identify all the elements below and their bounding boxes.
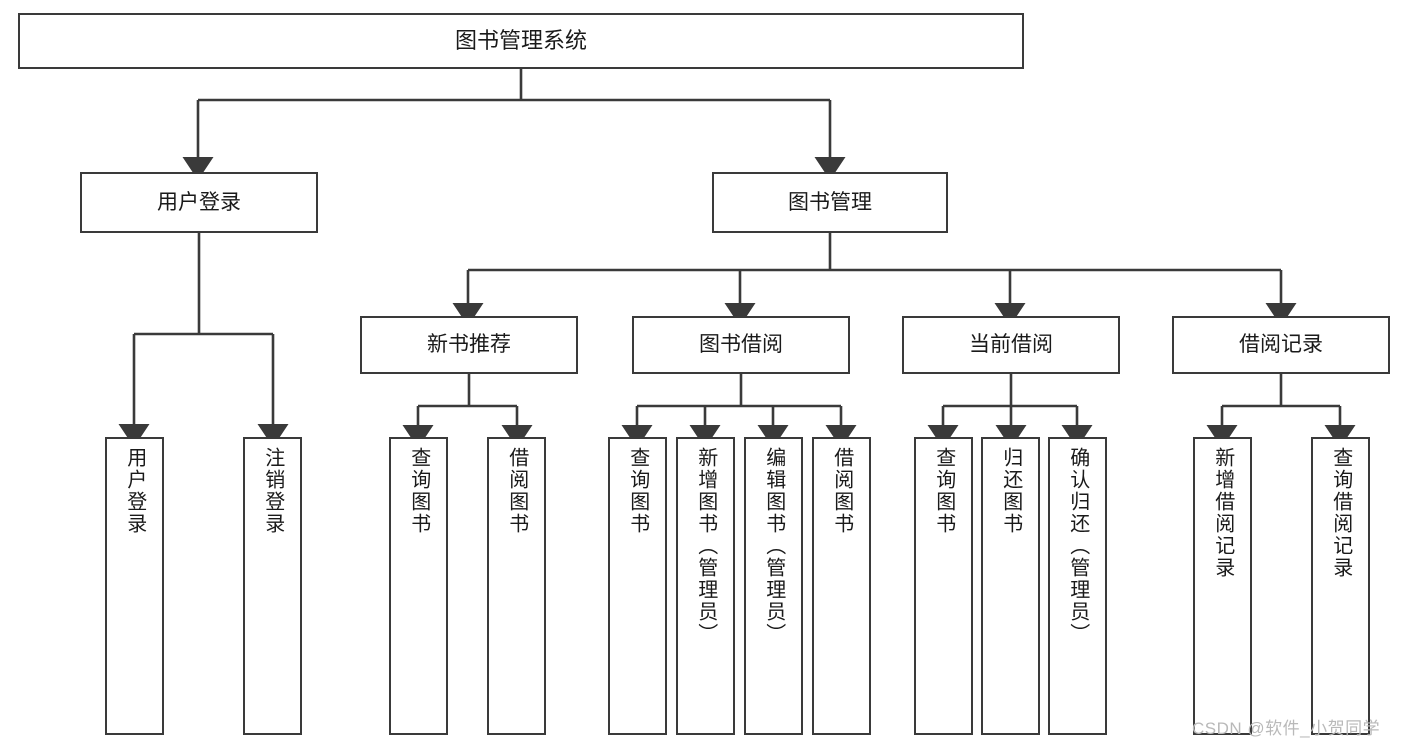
node-root[interactable]: 图书管理系统 <box>18 13 1024 69</box>
leaf-return-book[interactable]: 归还图书 <box>981 437 1040 735</box>
node-user-login[interactable]: 用户登录 <box>80 172 318 233</box>
leaf-query-book-recommend[interactable]: 查询图书 <box>389 437 448 735</box>
leaf-query-book-current[interactable]: 查询图书 <box>914 437 973 735</box>
node-new-book-recommend[interactable]: 新书推荐 <box>360 316 578 374</box>
node-root-label: 图书管理系统 <box>454 27 587 53</box>
node-book-management-label: 图书管理 <box>788 190 872 214</box>
leaf-return-book-label: 归还图书 <box>999 447 1022 535</box>
watermark: CSDN @软件_小贺同学 <box>1192 719 1381 738</box>
node-book-borrow[interactable]: 图书借阅 <box>632 316 850 374</box>
leaf-query-borrow-record[interactable]: 查询借阅记录 <box>1311 437 1370 735</box>
leaf-add-borrow-record-label: 新增借阅记录 <box>1211 447 1234 579</box>
node-user-login-label: 用户登录 <box>157 190 241 214</box>
leaf-logout-label: 注销登录 <box>261 447 284 535</box>
node-book-management[interactable]: 图书管理 <box>712 172 948 233</box>
leaf-borrow-book[interactable]: 借阅图书 <box>812 437 871 735</box>
node-borrow-record[interactable]: 借阅记录 <box>1172 316 1390 374</box>
leaf-query-borrow-record-label: 查询借阅记录 <box>1329 447 1352 579</box>
leaf-borrow-book-label: 借阅图书 <box>830 447 853 535</box>
leaf-add-book-admin[interactable]: 新增图书（管理员） <box>676 437 735 735</box>
node-current-borrow-label: 当前借阅 <box>969 333 1053 357</box>
leaf-add-borrow-record[interactable]: 新增借阅记录 <box>1193 437 1252 735</box>
node-new-book-recommend-label: 新书推荐 <box>427 333 511 357</box>
leaf-query-book[interactable]: 查询图书 <box>608 437 667 735</box>
leaf-query-book-current-label: 查询图书 <box>932 447 955 535</box>
leaf-confirm-return-admin[interactable]: 确认归还（管理员） <box>1048 437 1107 735</box>
node-borrow-record-label: 借阅记录 <box>1239 333 1323 357</box>
node-book-borrow-label: 图书借阅 <box>699 333 783 357</box>
leaf-query-book-recommend-label: 查询图书 <box>407 447 430 535</box>
leaf-borrow-book-recommend[interactable]: 借阅图书 <box>487 437 546 735</box>
leaf-confirm-return-admin-label: 确认归还（管理员） <box>1066 447 1089 645</box>
node-current-borrow[interactable]: 当前借阅 <box>902 316 1120 374</box>
leaf-edit-book-admin-label: 编辑图书（管理员） <box>762 447 785 645</box>
leaf-borrow-book-recommend-label: 借阅图书 <box>505 447 528 535</box>
leaf-query-book-label: 查询图书 <box>626 447 649 535</box>
leaf-add-book-admin-label: 新增图书（管理员） <box>694 447 717 645</box>
leaf-user-login-label: 用户登录 <box>123 447 146 535</box>
leaf-logout[interactable]: 注销登录 <box>243 437 302 735</box>
leaf-user-login[interactable]: 用户登录 <box>105 437 164 735</box>
leaf-edit-book-admin[interactable]: 编辑图书（管理员） <box>744 437 803 735</box>
